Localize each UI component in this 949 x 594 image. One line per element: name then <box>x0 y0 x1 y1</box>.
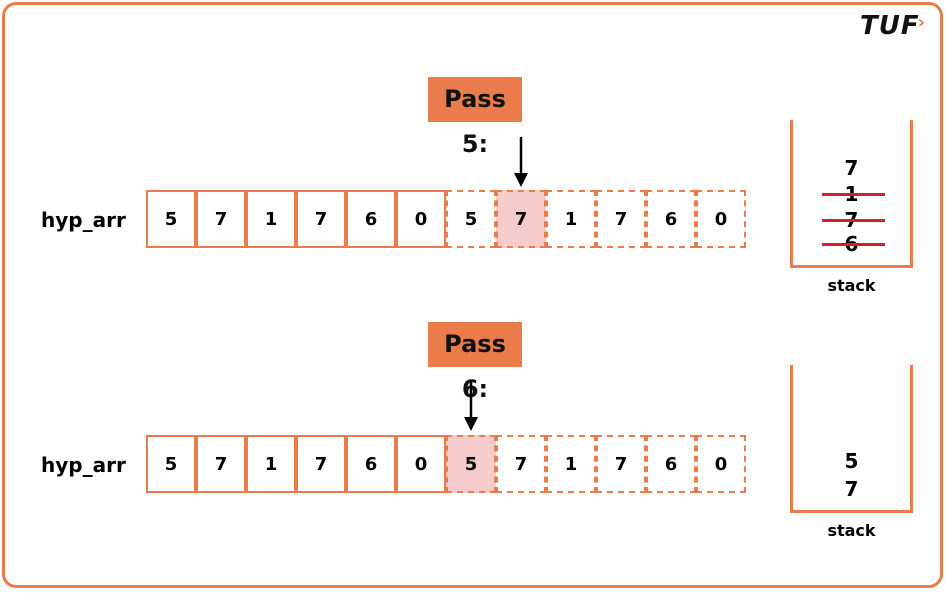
array-cell: 5 <box>446 435 496 493</box>
array-cell: 7 <box>596 435 646 493</box>
pass-6-title: Pass 6: <box>428 322 522 403</box>
strikethrough-line <box>822 243 885 246</box>
stack-item-value: 7 <box>844 477 859 501</box>
logo-chevron-icon: › <box>917 12 927 33</box>
stack-item-value: 5 <box>844 449 859 473</box>
array-cell: 7 <box>496 190 546 248</box>
stack-item: 5 <box>790 448 913 474</box>
stack-item: 7 <box>790 155 913 181</box>
array-cell: 1 <box>546 435 596 493</box>
stack-item: 1 <box>790 181 913 207</box>
pass-5-stack-label: stack <box>827 276 876 295</box>
stack-item-value: 7 <box>844 156 859 180</box>
array-cell: 0 <box>396 190 446 248</box>
array-cell: 7 <box>296 190 346 248</box>
pass-5-pointer-arrow-icon <box>514 137 528 187</box>
pass-6-pointer-arrow-icon <box>464 381 478 431</box>
array-cell: 6 <box>646 190 696 248</box>
pass-6-array-label: hyp_arr <box>41 453 126 477</box>
array-cell: 5 <box>446 190 496 248</box>
pass-6-stack <box>790 365 913 513</box>
stack-item: 7 <box>790 476 913 502</box>
array-cell: 7 <box>196 190 246 248</box>
array-cell: 7 <box>196 435 246 493</box>
array-cell: 6 <box>646 435 696 493</box>
array-cell: 7 <box>596 190 646 248</box>
array-cell: 5 <box>146 190 196 248</box>
tuf-logo: TUF› <box>860 11 928 41</box>
array-cell: 6 <box>346 190 396 248</box>
array-cell: 1 <box>246 435 296 493</box>
logo-text: TUF <box>860 11 920 41</box>
array-cell: 7 <box>496 435 546 493</box>
array-cell: 0 <box>696 435 746 493</box>
stack-item: 7 <box>790 207 913 233</box>
array-cell: 5 <box>146 435 196 493</box>
pass-5-title: Pass 5: <box>428 77 522 158</box>
array-cell: 7 <box>296 435 346 493</box>
array-cell: 6 <box>346 435 396 493</box>
strikethrough-line <box>822 193 885 196</box>
stack-item: 6 <box>790 231 913 257</box>
pass-6-stack-label: stack <box>827 521 876 540</box>
strikethrough-line <box>822 219 885 222</box>
diagram-frame <box>2 2 943 588</box>
array-cell: 1 <box>246 190 296 248</box>
array-cell: 0 <box>396 435 446 493</box>
pass-5-stack <box>790 120 913 268</box>
array-cell: 0 <box>696 190 746 248</box>
pass-5-array-label: hyp_arr <box>41 208 126 232</box>
array-cell: 1 <box>546 190 596 248</box>
